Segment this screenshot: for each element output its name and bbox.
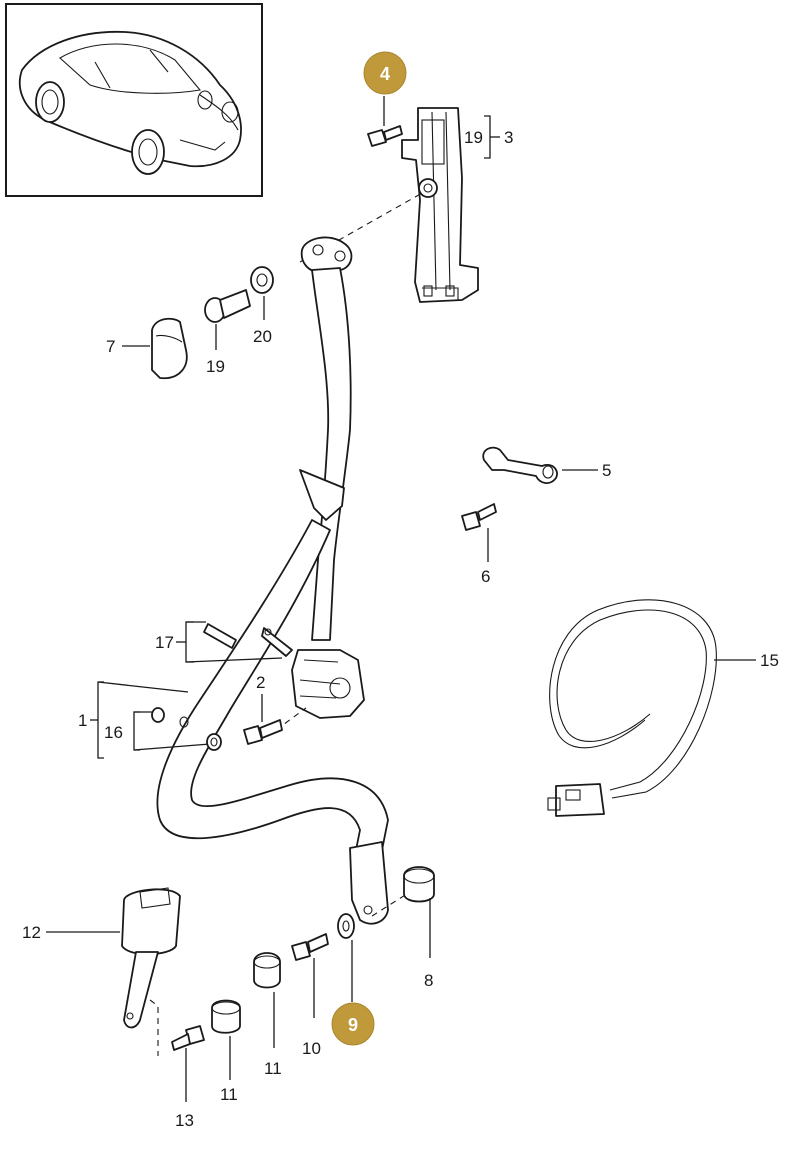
label-20: 20: [253, 327, 272, 346]
label-7: 7: [106, 337, 115, 356]
label-19-upper: 19: [464, 128, 483, 147]
label-17: 17: [155, 633, 174, 652]
upper-mount-bracket: [401, 107, 479, 303]
label-13: 13: [175, 1111, 194, 1130]
washer-20: [250, 266, 274, 294]
callout-4-label: 4: [380, 64, 390, 84]
shoulder-bolt: [204, 289, 251, 323]
label-19-lower: 19: [206, 357, 225, 376]
callout-4: 4: [363, 51, 407, 95]
retractor: [291, 649, 365, 719]
label-1: 1: [78, 711, 87, 730]
label-10: 10: [302, 1039, 321, 1058]
bracket-bolt: [461, 503, 497, 531]
label-8: 8: [424, 971, 433, 990]
upper-bolt: [367, 125, 403, 147]
retractor-bolt: [243, 719, 283, 745]
spacer-8: [403, 866, 435, 903]
guide-bracket: [482, 446, 558, 484]
callout-9-label: 9: [348, 1015, 358, 1035]
label-5: 5: [602, 461, 611, 480]
buckle-bolt: [171, 1025, 205, 1051]
lap-bolt: [291, 933, 329, 961]
label-16: 16: [104, 723, 123, 742]
guide-clips: [203, 623, 293, 657]
lap-washer: [337, 913, 355, 939]
label-15: 15: [760, 651, 779, 670]
label-11-upper: 11: [264, 1059, 282, 1078]
callout-9: 9: [331, 1002, 375, 1046]
wiring-harness: [547, 599, 717, 817]
cover-cap: [151, 317, 188, 380]
label-2: 2: [256, 673, 265, 692]
label-6: 6: [481, 567, 490, 586]
seat-belt-webbing: [156, 236, 389, 925]
spacer-lower: [211, 999, 241, 1034]
label-11-lower: 11: [220, 1085, 238, 1104]
label-3: 3: [504, 128, 513, 147]
vehicle-thumbnail: [5, 3, 263, 197]
label-12: 12: [22, 923, 41, 942]
belt-buckle: [121, 887, 181, 1029]
spacer-upper: [253, 952, 281, 989]
rivet-and-washer: [151, 707, 222, 751]
